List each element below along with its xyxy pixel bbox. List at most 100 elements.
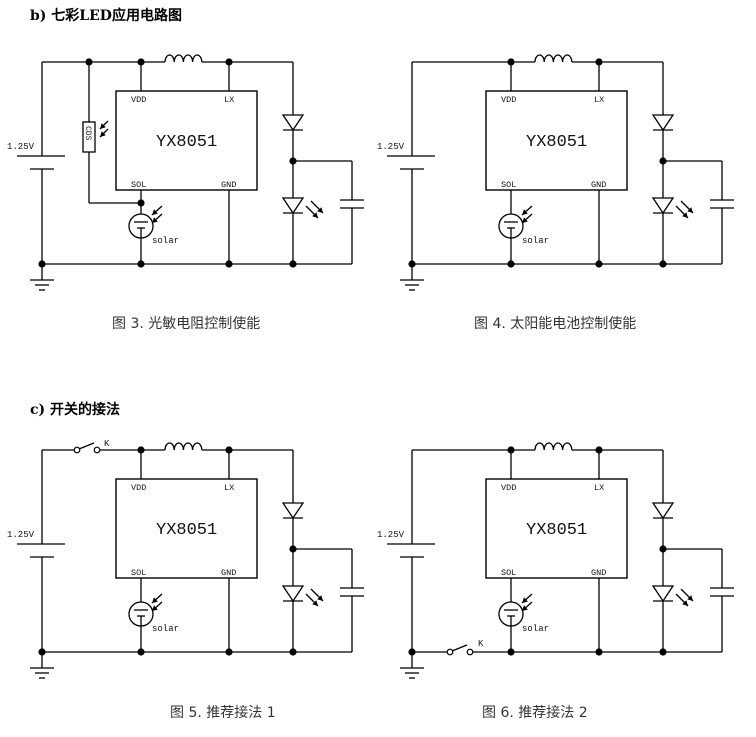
junction-node bbox=[595, 446, 603, 454]
arrow-head bbox=[687, 595, 693, 601]
switch-contact bbox=[446, 648, 454, 656]
figure-6-caption: 图 6. 推荐接法 2 bbox=[482, 705, 588, 721]
pin-label-gnd: GND bbox=[591, 180, 606, 190]
diode-triangle bbox=[651, 502, 675, 520]
arrow-head bbox=[522, 605, 528, 611]
junction-node bbox=[595, 648, 603, 656]
junction-node bbox=[225, 58, 233, 66]
switch-label: K bbox=[104, 439, 110, 449]
light-arrow-icon bbox=[305, 205, 319, 219]
junction-node bbox=[289, 260, 297, 268]
figure-5-caption: 图 5. 推荐接法 1 bbox=[170, 705, 276, 721]
light-arrow-icon bbox=[521, 205, 533, 216]
chip-name: YX8051 bbox=[156, 133, 217, 152]
inductor-icon bbox=[534, 442, 573, 451]
photoresistor-label: CDS bbox=[83, 126, 92, 141]
solar-label: solar bbox=[522, 236, 549, 246]
led-icon bbox=[281, 585, 305, 603]
light-arrow-icon bbox=[305, 593, 319, 607]
chip-body bbox=[485, 90, 628, 191]
junction-node bbox=[595, 58, 603, 66]
chip-name: YX8051 bbox=[526, 133, 587, 152]
light-arrow-icon bbox=[675, 205, 689, 219]
switch-contact bbox=[73, 446, 81, 454]
junction-node bbox=[507, 58, 515, 66]
arrow-head bbox=[152, 597, 158, 603]
arrow-head bbox=[312, 600, 318, 606]
light-arrow-icon bbox=[680, 588, 694, 602]
diode-triangle bbox=[651, 585, 675, 603]
junction-node bbox=[289, 157, 297, 165]
battery-voltage-label: 1.25V bbox=[7, 142, 35, 152]
figure-4-circuit: 1.25V YX8051 VDD LX SOL GND solar bbox=[377, 54, 734, 291]
diode-icon bbox=[281, 114, 305, 132]
inductor-icon bbox=[164, 442, 203, 451]
junction-node bbox=[225, 446, 233, 454]
section-heading-c: c) 开关的接法 bbox=[30, 402, 121, 418]
pin-label-sol: SOL bbox=[501, 568, 516, 578]
arrow-head bbox=[522, 597, 528, 603]
pin-label-lx: LX bbox=[224, 95, 234, 105]
solar-label: solar bbox=[152, 624, 179, 634]
junction-node bbox=[507, 648, 515, 656]
switch-label: K bbox=[478, 639, 484, 649]
junction-node bbox=[408, 260, 416, 268]
pin-label-lx: LX bbox=[224, 483, 234, 493]
arrow-head bbox=[100, 123, 106, 129]
battery-voltage-label: 1.25V bbox=[377, 142, 405, 152]
arrow-head bbox=[317, 207, 323, 213]
pin-label-vdd: VDD bbox=[501, 483, 516, 493]
solar-label: solar bbox=[522, 624, 549, 634]
diode-icon bbox=[651, 114, 675, 132]
light-arrow-icon bbox=[675, 593, 689, 607]
arrow-head bbox=[522, 209, 528, 215]
pin-label-lx: LX bbox=[594, 95, 604, 105]
diode-triangle bbox=[281, 585, 305, 603]
arrow-head bbox=[312, 212, 318, 218]
pin-label-vdd: VDD bbox=[131, 95, 146, 105]
inductor-icon bbox=[534, 54, 573, 63]
chip-body bbox=[115, 90, 258, 191]
switch-lever bbox=[451, 644, 468, 652]
junction-node bbox=[507, 260, 515, 268]
light-arrow-icon bbox=[151, 601, 163, 612]
battery-voltage-label: 1.25V bbox=[377, 530, 405, 540]
light-arrow-icon bbox=[151, 593, 163, 604]
led-icon bbox=[651, 197, 675, 215]
pin-label-gnd: GND bbox=[591, 568, 606, 578]
arrow-head bbox=[522, 217, 528, 223]
junction-node bbox=[659, 260, 667, 268]
junction-node bbox=[659, 157, 667, 165]
figure-3-caption: 图 3. 光敏电阻控制使能 bbox=[112, 316, 261, 332]
diode-triangle bbox=[281, 502, 305, 520]
led-icon bbox=[281, 197, 305, 215]
arrow-head bbox=[682, 212, 688, 218]
diode-triangle bbox=[281, 197, 305, 215]
junction-node bbox=[38, 260, 46, 268]
switch-lever bbox=[78, 442, 95, 450]
solar-label: solar bbox=[152, 236, 179, 246]
junction-node bbox=[137, 648, 145, 656]
light-arrow-icon bbox=[99, 120, 109, 130]
junction-node bbox=[225, 648, 233, 656]
junction-node bbox=[38, 648, 46, 656]
light-arrow-icon bbox=[521, 213, 533, 224]
switch-contact bbox=[466, 648, 474, 656]
pin-label-vdd: VDD bbox=[501, 95, 516, 105]
pin-label-sol: SOL bbox=[501, 180, 516, 190]
light-arrow-icon bbox=[521, 601, 533, 612]
light-arrow-icon bbox=[310, 200, 324, 214]
arrow-head bbox=[317, 595, 323, 601]
pin-label-gnd: GND bbox=[221, 180, 236, 190]
pin-label-sol: SOL bbox=[131, 568, 146, 578]
diode-triangle bbox=[281, 114, 305, 132]
junction-node bbox=[507, 446, 515, 454]
light-arrow-icon bbox=[99, 128, 109, 138]
inductor-icon bbox=[164, 54, 203, 63]
chip-body bbox=[115, 478, 258, 579]
ground-icon bbox=[400, 279, 424, 291]
